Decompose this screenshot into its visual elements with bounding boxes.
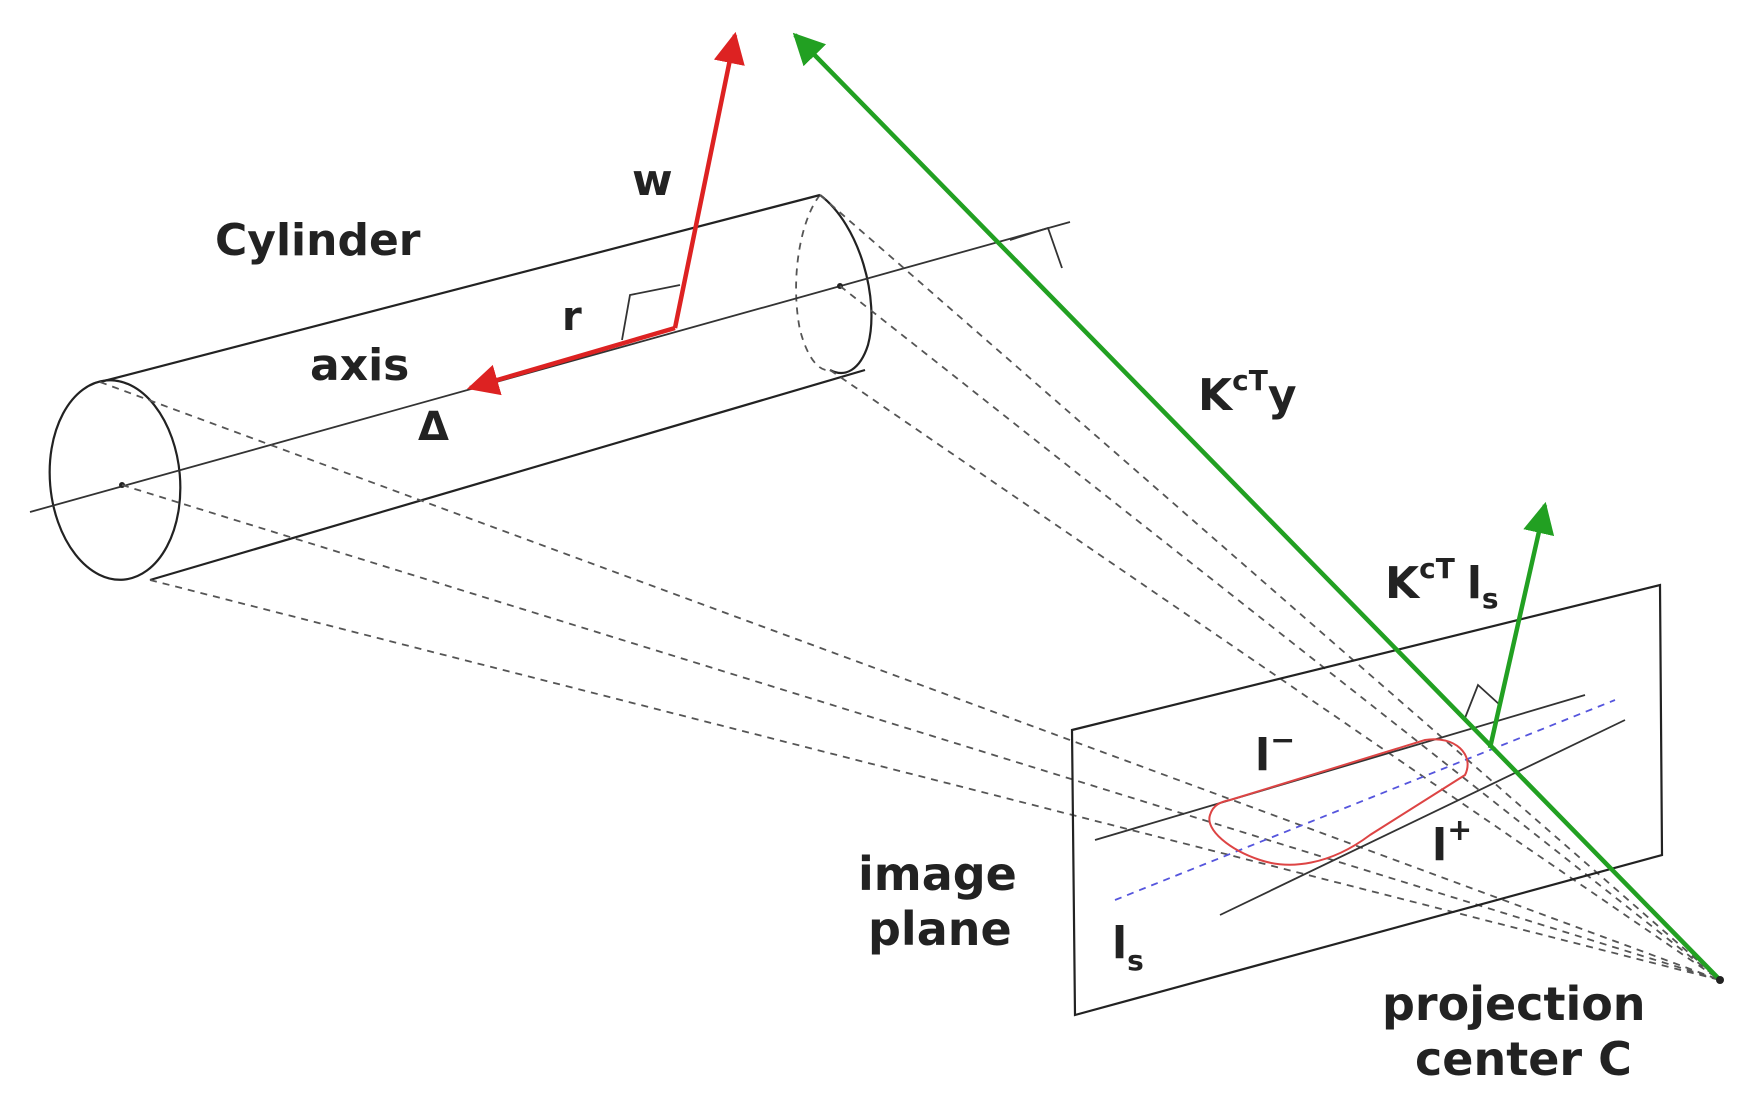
projection-rays bbox=[99, 194, 1721, 981]
label-l-plus: l+ bbox=[1432, 813, 1472, 871]
label-ls: ls bbox=[1112, 918, 1144, 977]
label-cylinder: Cylinder bbox=[215, 215, 421, 266]
label-projection-line1: projection bbox=[1382, 977, 1646, 1031]
image-plane bbox=[1070, 583, 1664, 1017]
normal-vectors bbox=[792, 32, 1724, 984]
label-delta: Δ bbox=[418, 404, 449, 450]
label-w: w bbox=[632, 155, 673, 206]
right-angle-marker-green bbox=[1009, 226, 1063, 269]
label-r: r bbox=[562, 294, 582, 340]
kcty-arrow bbox=[792, 32, 1722, 982]
line-l-minus bbox=[1094, 694, 1586, 841]
line-ls bbox=[1114, 699, 1616, 901]
projected-contour bbox=[1208, 738, 1469, 866]
cylinder-top-edge bbox=[99, 193, 821, 384]
label-axis: axis bbox=[310, 340, 409, 391]
frame-vectors bbox=[466, 31, 745, 396]
label-l-minus: l− bbox=[1255, 723, 1295, 781]
line-l-plus bbox=[1219, 719, 1626, 916]
ray-5 bbox=[839, 285, 1721, 981]
r-arrow bbox=[466, 325, 676, 396]
ray-6 bbox=[121, 484, 1721, 981]
ray-4 bbox=[829, 369, 1721, 981]
label-image-plane-line2: plane bbox=[868, 902, 1012, 956]
kctls-arrow bbox=[1487, 501, 1555, 749]
cylinder-bottom-edge bbox=[149, 368, 866, 582]
label-image-plane-line1: image bbox=[858, 847, 1017, 901]
projection-center-point bbox=[1716, 976, 1724, 984]
cylinder-axis-line bbox=[29, 221, 1071, 513]
label-kcty: KcTy bbox=[1198, 364, 1297, 421]
cylinder-far-end-back bbox=[795, 194, 831, 371]
right-angle-marker-plane bbox=[1464, 683, 1501, 719]
label-projection-line2: center C bbox=[1415, 1032, 1632, 1086]
ray-3 bbox=[819, 194, 1721, 981]
cylinder-far-end-front bbox=[819, 194, 873, 375]
image-plane-frame bbox=[1070, 583, 1664, 1017]
cylinder bbox=[29, 193, 1071, 582]
ray-2 bbox=[149, 579, 1721, 981]
w-arrow bbox=[672, 31, 745, 329]
right-angle-marker-w bbox=[621, 284, 681, 341]
ray-1 bbox=[99, 381, 1721, 981]
